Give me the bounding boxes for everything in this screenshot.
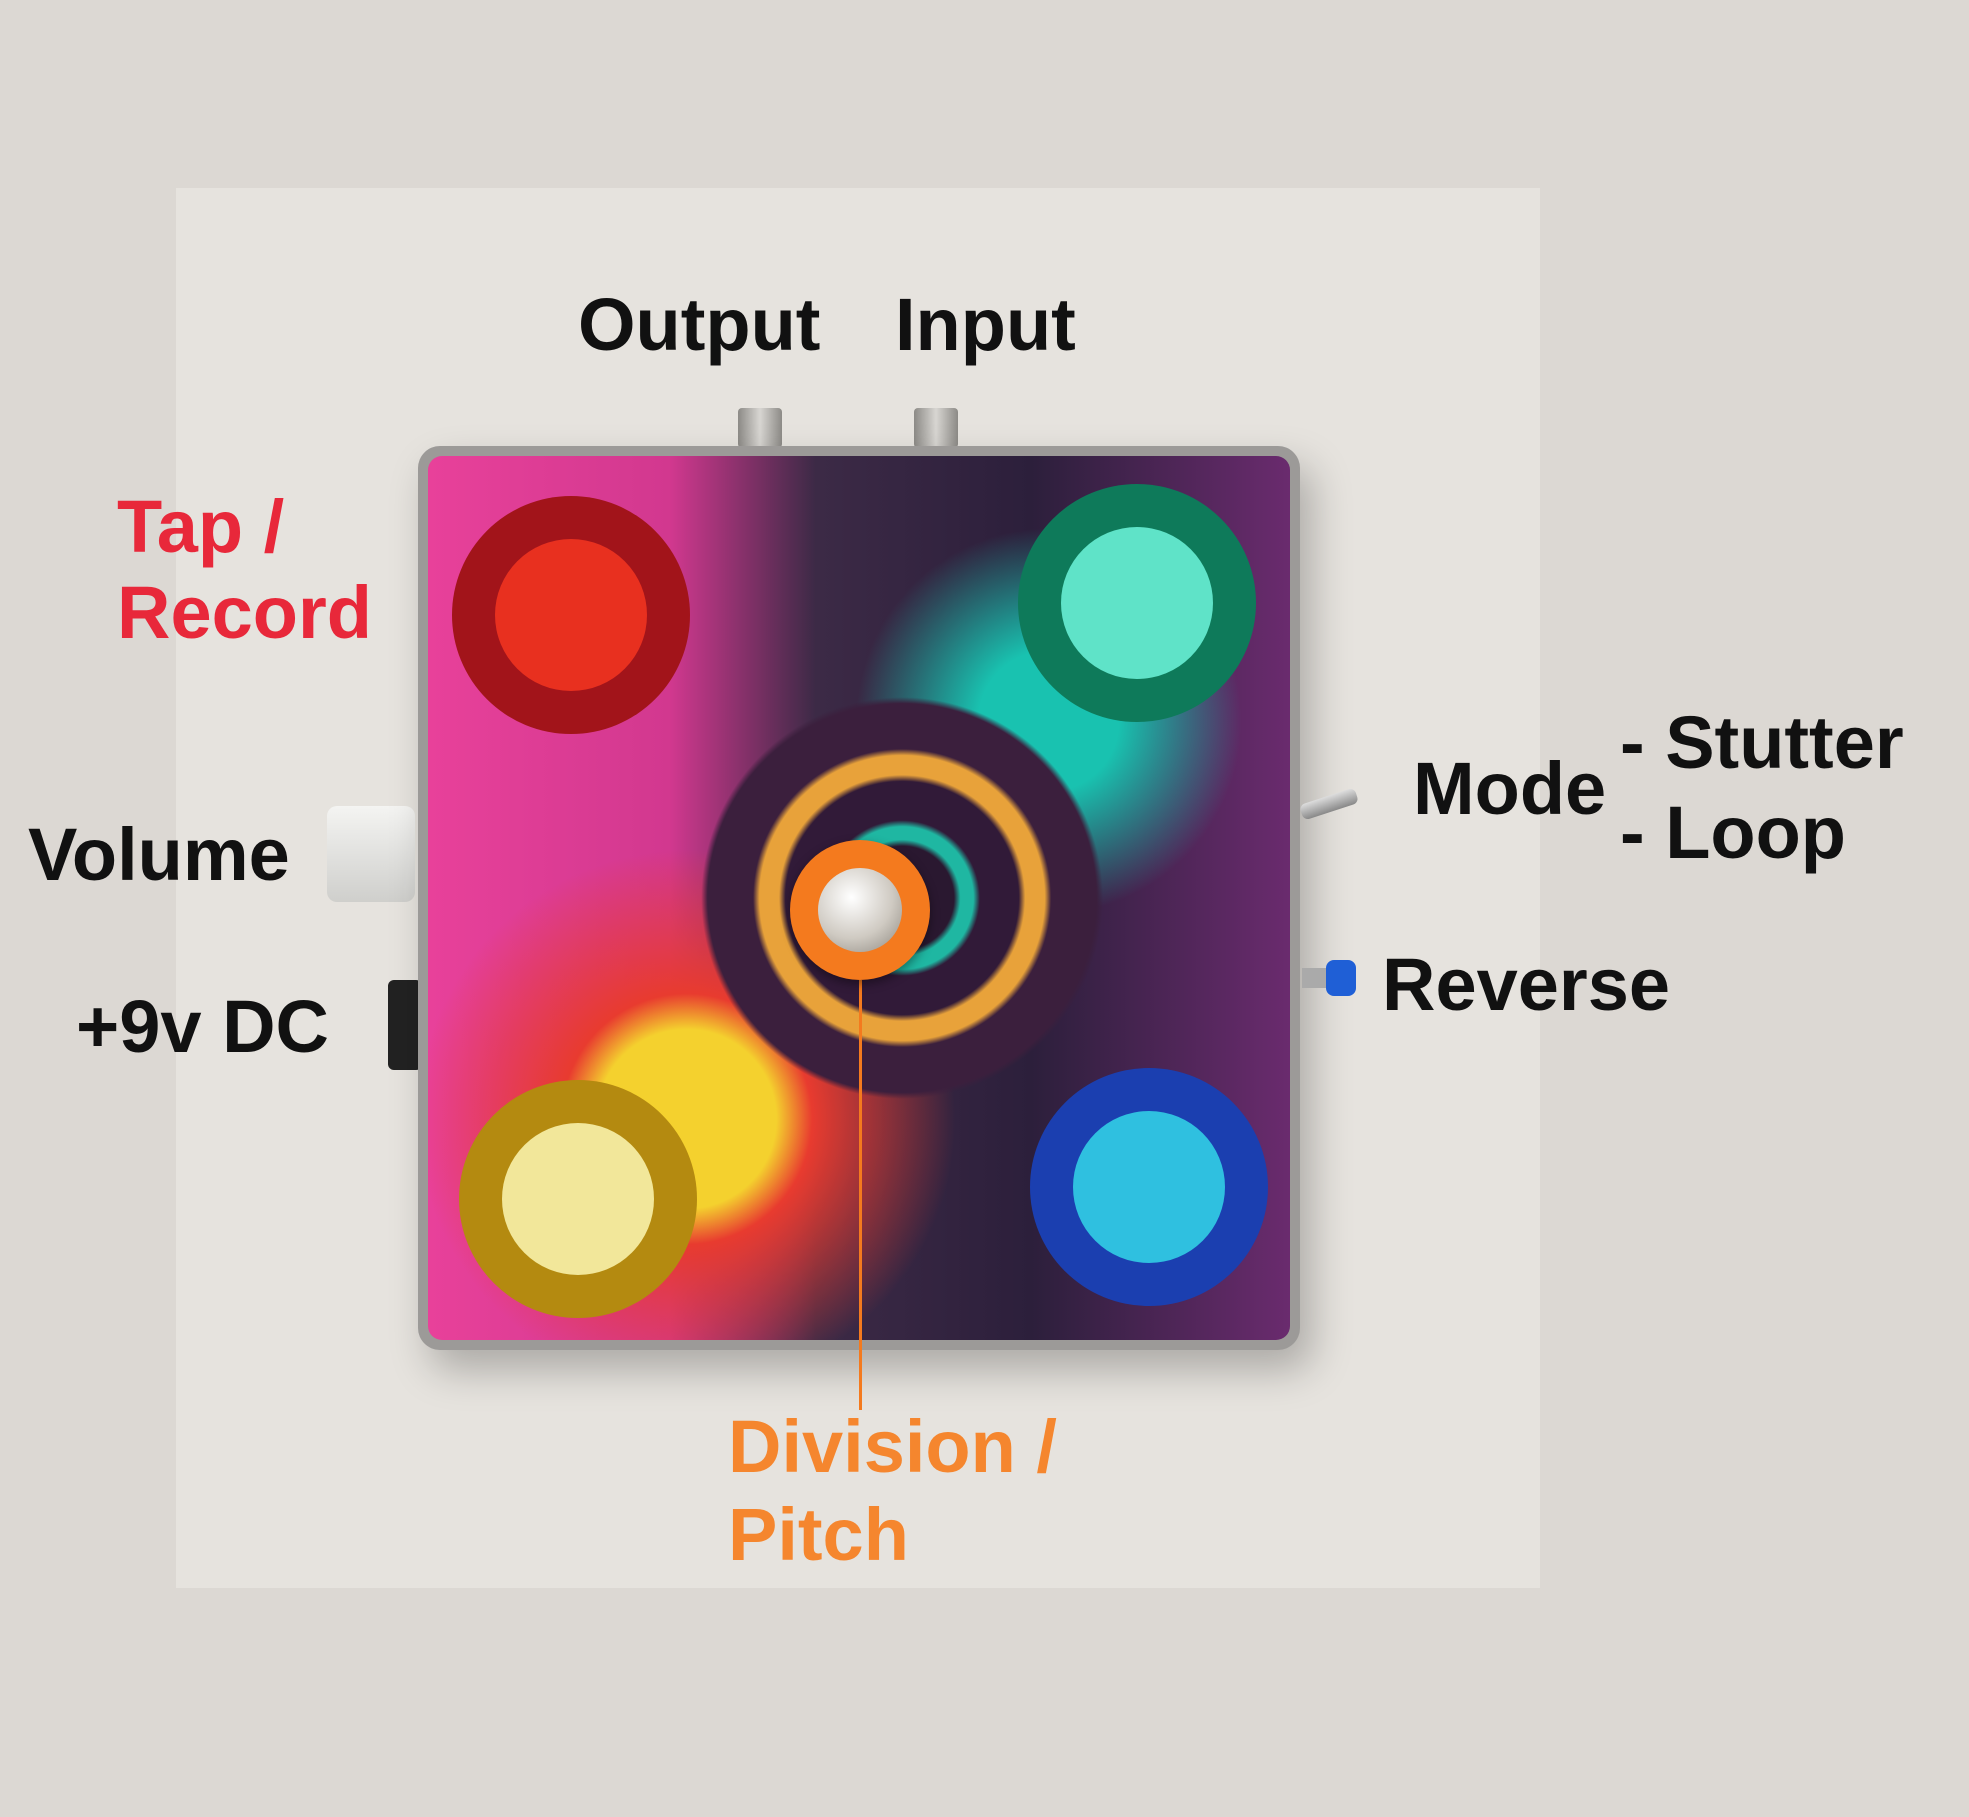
mode-label: Mode [1413,747,1607,830]
tap-record-label-line1: Tap / [117,485,285,568]
reverse-switch-body [1302,968,1330,988]
division-pitch-knob[interactable] [790,840,930,980]
top-right-teal-button[interactable] [1018,484,1256,722]
reverse-button[interactable] [1326,960,1356,996]
output-label: Output [578,283,821,366]
input-jack[interactable] [914,408,958,448]
division-pointer-line [859,980,862,1410]
tap-record-label-line2: Record [117,571,372,654]
reverse-label: Reverse [1382,943,1671,1026]
output-jack[interactable] [738,408,782,448]
dc-label: +9v DC [76,985,329,1068]
bottom-left-yellow-button[interactable] [459,1080,697,1318]
bottom-right-blue-button[interactable] [1030,1068,1268,1306]
dc-power-jack[interactable] [388,980,422,1070]
tap-record-button[interactable] [452,496,690,734]
mode-stutter-option: - Stutter [1620,701,1904,784]
mode-loop-option: - Loop [1620,791,1847,874]
division-pitch-label-line1: Division / [728,1405,1057,1488]
input-label: Input [895,283,1076,366]
volume-label: Volume [28,813,290,896]
division-pitch-label-line2: Pitch [728,1493,909,1576]
volume-knob[interactable] [327,806,415,902]
